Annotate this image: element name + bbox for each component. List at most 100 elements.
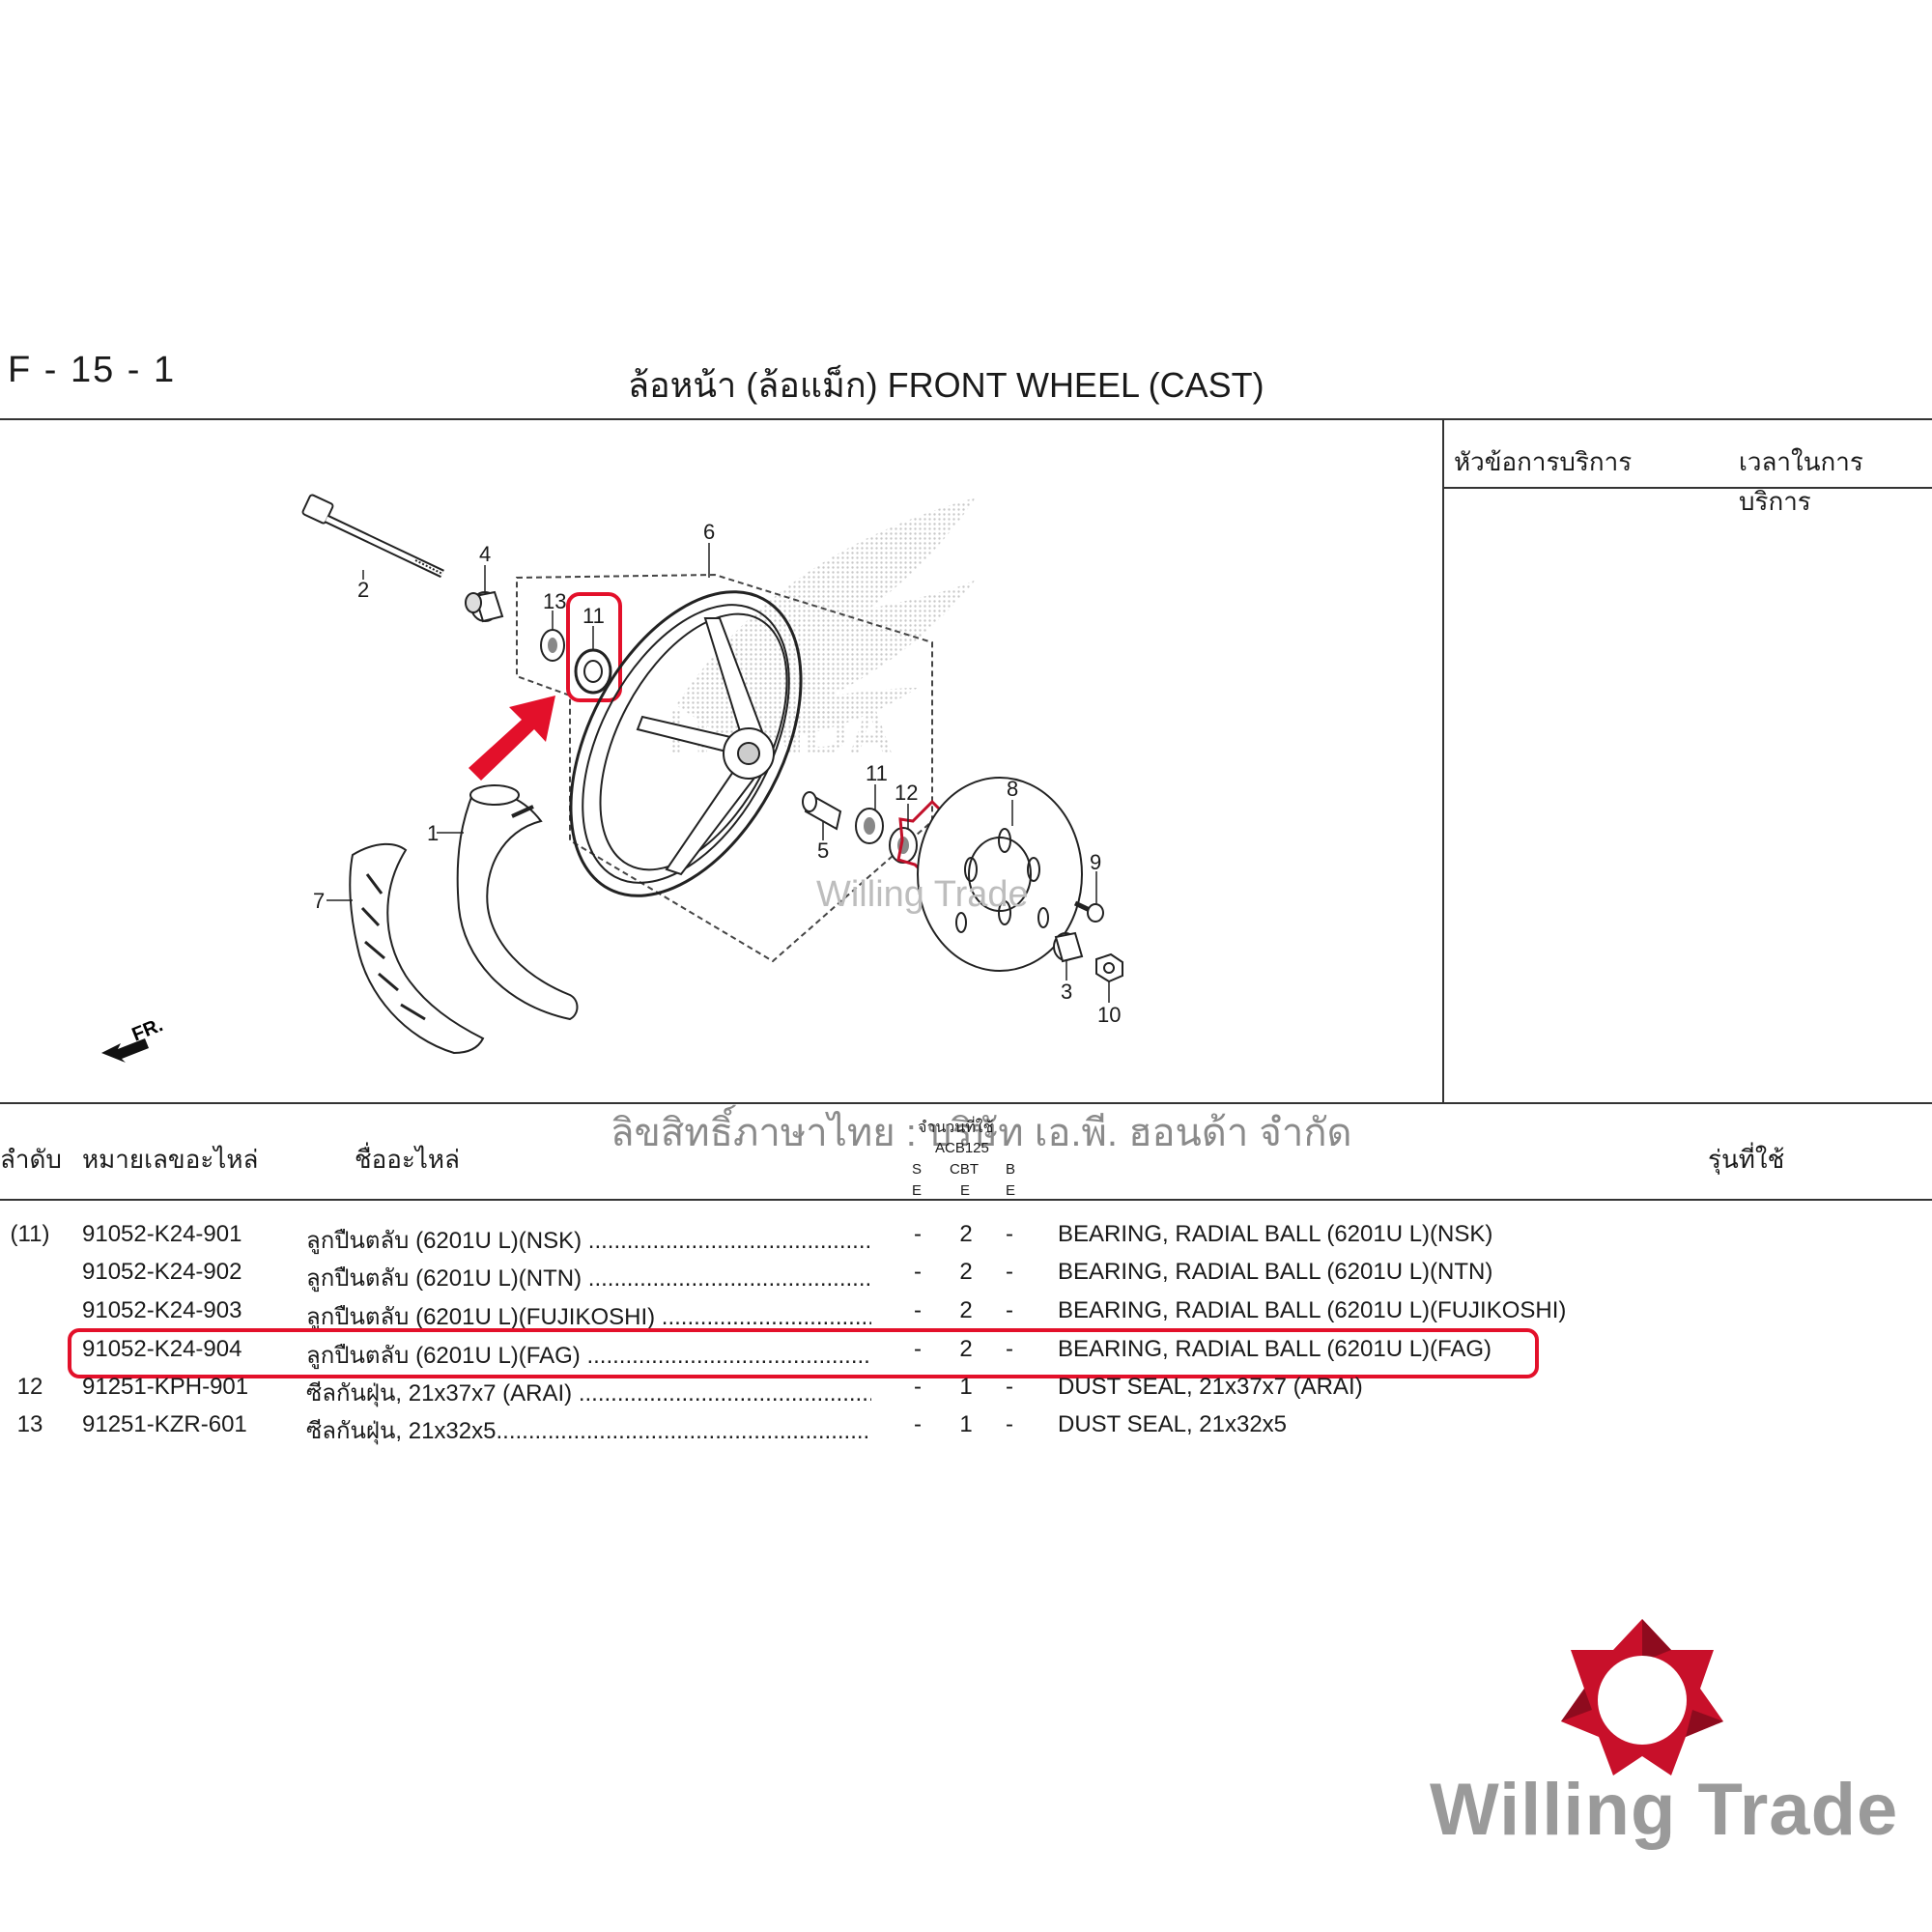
row-name-th: ลูกปืนตลับ (6201U L)(FUJIKOSHI) ........… bbox=[306, 1304, 871, 1330]
col-header-model: รุ่นที่ใช้ bbox=[1708, 1145, 1785, 1174]
row-qty-s: - bbox=[914, 1259, 922, 1285]
bearing-highlight-box bbox=[566, 592, 622, 702]
row-index: (11) bbox=[10, 1221, 50, 1247]
table-row: 91052-K24-903 ลูกปืนตลับ (6201U L)(FUJIK… bbox=[0, 1297, 1932, 1336]
service-header-divider bbox=[1444, 487, 1932, 489]
cast-wheel-part bbox=[569, 590, 803, 897]
row-name-en: BEARING, RADIAL BALL (6201U L)(NSK) bbox=[1058, 1221, 1493, 1247]
row-highlight-box bbox=[68, 1328, 1539, 1378]
row-name-en: BEARING, RADIAL BALL (6201U L)(NTN) bbox=[1058, 1259, 1493, 1285]
bearing-part-highlighted bbox=[566, 592, 622, 702]
row-qty-b: - bbox=[1006, 1374, 1013, 1400]
axle-bolt-part bbox=[301, 494, 444, 579]
row-qty-s: - bbox=[914, 1297, 922, 1323]
row-qty-s: - bbox=[914, 1221, 922, 1247]
row-part-number: 91052-K24-904 bbox=[82, 1336, 242, 1362]
col-header-model-code: ACB125 bbox=[935, 1140, 989, 1156]
direction-label: FR. bbox=[129, 1014, 166, 1045]
col-header-s-bottom: E bbox=[912, 1182, 923, 1199]
row-qty-c: 2 bbox=[959, 1221, 973, 1247]
page-title: ล้อหน้า (ล้อแม็ก) FRONT WHEEL (CAST) bbox=[628, 365, 1264, 405]
pointer-arrow bbox=[469, 696, 555, 781]
col-header-c-bottom: E bbox=[960, 1182, 971, 1199]
row-qty-b: - bbox=[1006, 1259, 1013, 1285]
callout-9: 9 bbox=[1090, 850, 1101, 874]
row-qty-b: - bbox=[1006, 1297, 1013, 1323]
row-name-th: ลูกปืนตลับ (6201U L)(NSK) ..............… bbox=[306, 1228, 871, 1254]
side-collar-part bbox=[1053, 931, 1084, 963]
row-qty-c: 1 bbox=[959, 1411, 973, 1437]
table-row: 91052-K24-902 ลูกปืนตลับ (6201U L)(NTN) … bbox=[0, 1259, 1932, 1297]
col-header-part-number: หมายเลขอะไหล่ bbox=[82, 1145, 259, 1174]
row-index: 13 bbox=[16, 1411, 43, 1437]
row-index: 12 bbox=[16, 1374, 43, 1400]
diagram-bottom-divider bbox=[0, 1102, 1932, 1104]
page-code: F - 15 - 1 bbox=[8, 350, 177, 390]
callout-1: 1 bbox=[427, 821, 439, 845]
row-name-en: BEARING, RADIAL BALL (6201U L)(FUJIKOSHI… bbox=[1058, 1297, 1567, 1323]
row-qty-c: 2 bbox=[959, 1297, 973, 1323]
callout-5: 5 bbox=[817, 838, 829, 863]
row-part-number: 91052-K24-901 bbox=[82, 1221, 242, 1247]
col-header-part-name: ชื่ออะไหล่ bbox=[355, 1145, 460, 1174]
callout-3: 3 bbox=[1061, 980, 1072, 1004]
table-row: (11) 91052-K24-901 ลูกปืนตลับ (6201U L)(… bbox=[0, 1221, 1932, 1260]
row-part-number: 91052-K24-903 bbox=[82, 1297, 242, 1323]
col-header-c-top: CBT bbox=[950, 1161, 979, 1178]
table-row: 12 91251-KPH-901 ซีลกันฝุ่น, 21x37x7 (AR… bbox=[0, 1374, 1932, 1412]
row-qty-c: 2 bbox=[959, 1336, 973, 1362]
row-qty-s: - bbox=[914, 1411, 922, 1437]
dust-seal-part bbox=[540, 629, 565, 662]
collar-part bbox=[465, 590, 504, 623]
row-name-th: ซีลกันฝุ่น, 21x37x7 (ARAI) .............… bbox=[306, 1380, 871, 1406]
tire-part bbox=[349, 842, 485, 1055]
row-name-th: ลูกปืนตลับ (6201U L)(FAG) ..............… bbox=[306, 1343, 871, 1369]
honda-wing-watermark bbox=[676, 497, 976, 744]
inner-tube-part bbox=[456, 784, 579, 1021]
row-name-th: ลูกปืนตลับ (6201U L)(NTN) ..............… bbox=[306, 1265, 871, 1292]
row-qty-c: 1 bbox=[959, 1374, 973, 1400]
row-part-number: 91251-KPH-901 bbox=[82, 1374, 249, 1400]
table-row-highlighted: 91052-K24-904 ลูกปืนตลับ (6201U L)(FAG) … bbox=[0, 1336, 1932, 1375]
col-header-s-top: S bbox=[912, 1161, 923, 1178]
row-qty-b: - bbox=[1006, 1336, 1013, 1362]
row-qty-b: - bbox=[1006, 1411, 1013, 1437]
copyright-notice: ลิขสิทธิ์ภาษาไทย : บริษัท เอ.พี. ฮอนด้า … bbox=[611, 1112, 1352, 1154]
service-topic-label: หัวข้อการบริการ bbox=[1454, 447, 1633, 476]
row-name-en: DUST SEAL, 21x37x7 (ARAI) bbox=[1058, 1374, 1363, 1400]
row-name-en: DUST SEAL, 21x32x5 bbox=[1058, 1411, 1288, 1437]
axle-nut-part bbox=[1095, 952, 1123, 983]
callout-6: 6 bbox=[703, 520, 715, 544]
callout-2: 2 bbox=[357, 578, 369, 602]
callout-8: 8 bbox=[1007, 777, 1018, 801]
brand-name: Willing Trade bbox=[1430, 1769, 1899, 1851]
row-part-number: 91251-KZR-601 bbox=[82, 1411, 247, 1437]
center-watermark: Willing Trade bbox=[816, 874, 1029, 915]
table-header-divider bbox=[0, 1199, 1932, 1201]
brake-disc-part bbox=[917, 777, 1083, 972]
callout-13: 13 bbox=[543, 589, 566, 613]
header-divider bbox=[0, 418, 1932, 420]
col-header-b-top: B bbox=[1006, 1161, 1016, 1178]
callout-4: 4 bbox=[479, 542, 491, 566]
distance-collar-part bbox=[802, 791, 842, 831]
callout-10: 10 bbox=[1097, 1003, 1121, 1027]
col-header-index: ลำดับ bbox=[0, 1145, 62, 1174]
service-panel-divider bbox=[1442, 418, 1444, 1102]
table-row: 13 91251-KZR-601 ซีลกันฝุ่น, 21x32x5....… bbox=[0, 1411, 1932, 1450]
row-name-th: ซีลกันฝุ่น, 21x32x5.....................… bbox=[306, 1418, 870, 1444]
col-header-qty: จำนวนที่ใช้ bbox=[918, 1120, 994, 1136]
row-part-number: 91052-K24-902 bbox=[82, 1259, 242, 1285]
row-qty-s: - bbox=[914, 1374, 922, 1400]
exploded-parts-diagram: HONDA bbox=[101, 494, 1123, 1063]
disc-bolt-part bbox=[1073, 900, 1104, 923]
row-qty-s: - bbox=[914, 1336, 922, 1362]
bearing-part bbox=[855, 808, 884, 844]
service-time-label: เวลาในการบริการ bbox=[1739, 447, 1863, 516]
col-header-b-bottom: E bbox=[1006, 1182, 1016, 1199]
willing-trade-logo-icon bbox=[1561, 1619, 1723, 1776]
front-direction-indicator: FR. bbox=[101, 1014, 166, 1063]
callout-11-highlighted: 11 bbox=[582, 604, 605, 628]
row-name-en: BEARING, RADIAL BALL (6201U L)(FAG) bbox=[1058, 1336, 1492, 1362]
assembly-outline bbox=[516, 573, 933, 963]
